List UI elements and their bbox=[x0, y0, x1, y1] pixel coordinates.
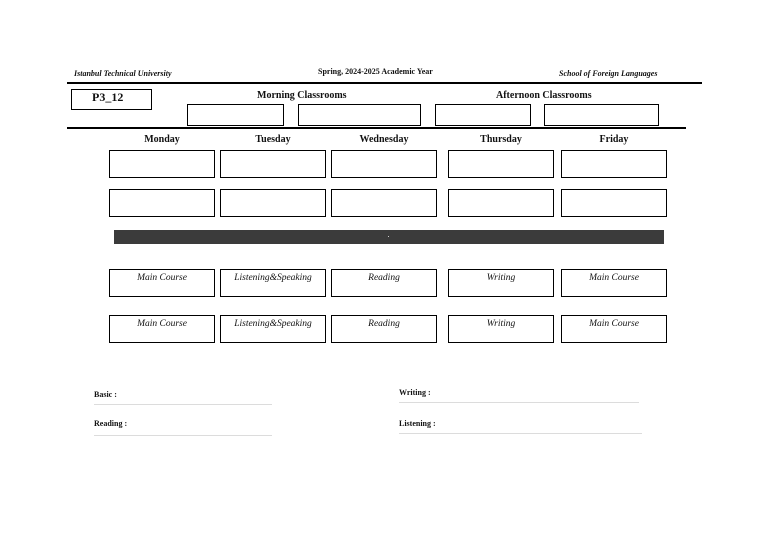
afternoon-slot-2-thursday: Writing bbox=[448, 315, 554, 343]
morning-slot-2-friday bbox=[561, 189, 667, 217]
day-monday: Monday bbox=[144, 134, 180, 145]
morning-slot-2-wednesday bbox=[331, 189, 437, 217]
afternoon-slot-2-wednesday: Reading bbox=[331, 315, 437, 343]
afternoon-classrooms-heading: Afternoon Classrooms bbox=[496, 90, 592, 101]
day-tuesday: Tuesday bbox=[255, 134, 291, 145]
listening-underline bbox=[399, 433, 642, 434]
day-thursday: Thursday bbox=[480, 134, 522, 145]
afternoon-slot-1-tuesday: Listening&Speaking bbox=[220, 269, 326, 297]
morning-slot-1-monday bbox=[109, 150, 215, 178]
morning-slot-2-monday bbox=[109, 189, 215, 217]
day-friday: Friday bbox=[599, 134, 629, 145]
afternoon-slot-2-tuesday: Listening&Speaking bbox=[220, 315, 326, 343]
class-code: P3_12 bbox=[92, 90, 124, 104]
morning-slot-1-wednesday bbox=[331, 150, 437, 178]
afternoon-slot-1-wednesday: Reading bbox=[331, 269, 437, 297]
listening-label: Listening : bbox=[399, 419, 436, 428]
afternoon-slot-2-monday: Main Course bbox=[109, 315, 215, 343]
basic-label: Basic : bbox=[94, 390, 117, 399]
class-code-box: P3_12 bbox=[71, 89, 152, 110]
afternoon-slot-1-friday: Main Course bbox=[561, 269, 667, 297]
basic-underline bbox=[94, 404, 272, 405]
writing-label: Writing : bbox=[399, 388, 431, 397]
reading-underline bbox=[94, 435, 272, 436]
morning-slot-1-thursday bbox=[448, 150, 554, 178]
morning-classrooms-heading: Morning Classrooms bbox=[257, 90, 347, 101]
day-wednesday: Wednesday bbox=[359, 134, 409, 145]
header-rule bbox=[67, 82, 702, 84]
afternoon-slot-2-friday: Main Course bbox=[561, 315, 667, 343]
university-name: Istanbul Technical University bbox=[74, 69, 172, 78]
divider-dot bbox=[388, 236, 389, 237]
reading-label: Reading : bbox=[94, 419, 128, 428]
morning-classroom-box-1 bbox=[187, 104, 284, 126]
afternoon-classroom-box-1 bbox=[435, 104, 531, 126]
morning-slot-1-tuesday bbox=[220, 150, 326, 178]
section-rule bbox=[67, 127, 686, 129]
afternoon-slot-1-monday: Main Course bbox=[109, 269, 215, 297]
morning-slot-1-friday bbox=[561, 150, 667, 178]
academic-term: Spring, 2024-2025 Academic Year bbox=[318, 67, 433, 76]
afternoon-slot-1-thursday: Writing bbox=[448, 269, 554, 297]
morning-classroom-box-2 bbox=[298, 104, 421, 126]
morning-slot-2-tuesday bbox=[220, 189, 326, 217]
writing-underline bbox=[399, 402, 639, 403]
school-name: School of Foreign Languages bbox=[559, 69, 658, 78]
afternoon-classroom-box-2 bbox=[544, 104, 659, 126]
break-divider-bar bbox=[114, 230, 664, 244]
morning-slot-2-thursday bbox=[448, 189, 554, 217]
